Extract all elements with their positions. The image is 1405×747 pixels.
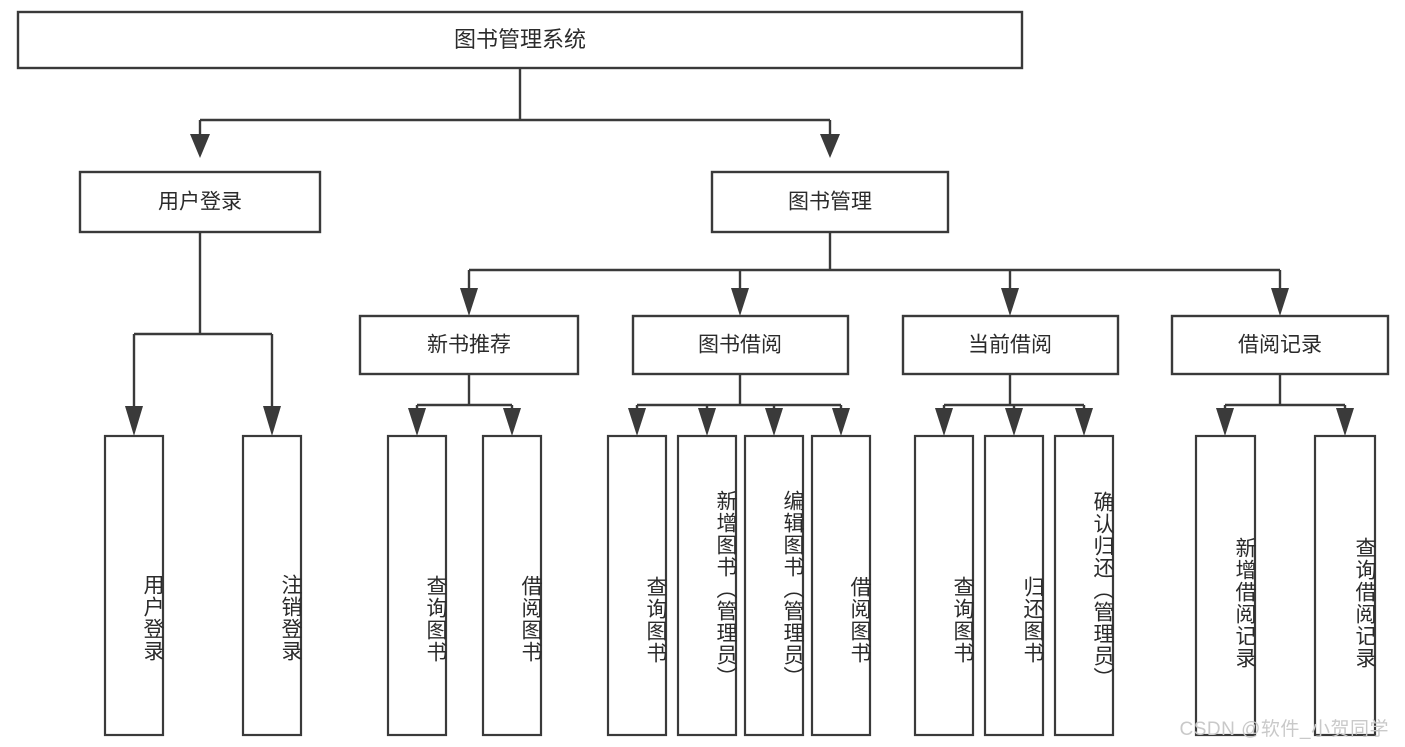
arrow-head-leaf-return-book bbox=[1005, 408, 1023, 436]
csdn-watermark: CSDN @软件_小贺同学 bbox=[1179, 719, 1389, 740]
node-book-management-rect[interactable] bbox=[710, 170, 950, 234]
node-borrow-record[interactable]: 借阅记录 bbox=[1170, 314, 1390, 376]
arrow-head-leaf-user-login bbox=[125, 406, 143, 436]
connector-group-root bbox=[190, 68, 840, 158]
connector-group-user-login bbox=[125, 232, 281, 436]
arrow-head-leaf-borrow-book bbox=[832, 408, 850, 436]
node-new-book-recommend-rect[interactable] bbox=[358, 314, 580, 376]
leaf-logout-rect[interactable] bbox=[241, 434, 303, 737]
arrow-head-leaf-confirm-return bbox=[1075, 408, 1093, 436]
arrow-head-leaf-edit-book bbox=[765, 408, 783, 436]
arrow-head-borrow-record bbox=[1271, 288, 1289, 316]
node-new-book-recommend-label: 新书推荐 bbox=[427, 334, 511, 357]
node-current-borrow-rect[interactable] bbox=[901, 314, 1120, 376]
node-book-borrow-label: 图书借阅 bbox=[698, 334, 782, 357]
connector-group-book-management bbox=[460, 232, 1289, 316]
arrow-head-leaf-query-book-recommend bbox=[408, 408, 426, 436]
leaf-borrow-book-rect[interactable] bbox=[810, 434, 872, 737]
arrow-head-current-borrow bbox=[1001, 288, 1019, 316]
arrow-head-book-management bbox=[820, 134, 840, 158]
node-book-management[interactable]: 图书管理 bbox=[710, 170, 950, 234]
leaf-confirm-return-rect[interactable] bbox=[1053, 434, 1115, 737]
leaf-edit-book-rect[interactable] bbox=[743, 434, 805, 737]
node-new-book-recommend[interactable]: 新书推荐 bbox=[358, 314, 580, 376]
connector-group-borrow-record bbox=[1216, 374, 1354, 436]
arrow-head-leaf-add-book bbox=[698, 408, 716, 436]
connector-group-current-borrow bbox=[935, 374, 1093, 436]
node-user-login-rect[interactable] bbox=[78, 170, 322, 234]
arrow-head-leaf-logout bbox=[263, 406, 281, 436]
leaf-query-book-borrow-rect[interactable] bbox=[606, 434, 668, 737]
arrow-head-user-login bbox=[190, 134, 210, 158]
leaf-add-borrow-record-rect[interactable] bbox=[1194, 434, 1257, 737]
connector-group-new-book-recommend bbox=[408, 374, 521, 436]
node-borrow-record-label: 借阅记录 bbox=[1238, 334, 1322, 357]
arrow-head-new-book-recommend bbox=[460, 288, 478, 316]
leaf-query-book-recommend-rect[interactable] bbox=[386, 434, 448, 737]
arrow-head-book-borrow bbox=[731, 288, 749, 316]
node-root-label: 图书管理系统 bbox=[454, 27, 586, 52]
arrow-head-leaf-query-book-current bbox=[935, 408, 953, 436]
leaf-node-rects bbox=[103, 434, 1377, 737]
arrow-head-leaf-borrow-book-recommend bbox=[503, 408, 521, 436]
leaf-query-borrow-record-rect[interactable] bbox=[1313, 434, 1377, 737]
arrow-head-leaf-query-book-borrow bbox=[628, 408, 646, 436]
leaf-query-book-current-rect[interactable] bbox=[913, 434, 975, 737]
arrow-head-leaf-query-borrow-record bbox=[1336, 408, 1354, 436]
leaf-user-login-rect[interactable] bbox=[103, 434, 165, 737]
node-borrow-record-rect[interactable] bbox=[1170, 314, 1390, 376]
node-root[interactable]: 图书管理系统 bbox=[16, 10, 1024, 70]
node-book-management-label: 图书管理 bbox=[788, 191, 872, 214]
arrow-head-leaf-add-borrow-record bbox=[1216, 408, 1234, 436]
node-root-rect[interactable] bbox=[16, 10, 1024, 70]
node-user-login-label: 用户登录 bbox=[158, 191, 242, 214]
leaf-add-book-rect[interactable] bbox=[676, 434, 738, 737]
node-current-borrow[interactable]: 当前借阅 bbox=[901, 314, 1120, 376]
node-book-borrow[interactable]: 图书借阅 bbox=[631, 314, 850, 376]
node-current-borrow-label: 当前借阅 bbox=[968, 334, 1052, 357]
node-user-login[interactable]: 用户登录 bbox=[78, 170, 322, 234]
node-book-borrow-rect[interactable] bbox=[631, 314, 850, 376]
connector-group-book-borrow bbox=[628, 374, 850, 436]
leaf-return-book-rect[interactable] bbox=[983, 434, 1045, 737]
leaf-borrow-book-recommend-rect[interactable] bbox=[481, 434, 543, 737]
